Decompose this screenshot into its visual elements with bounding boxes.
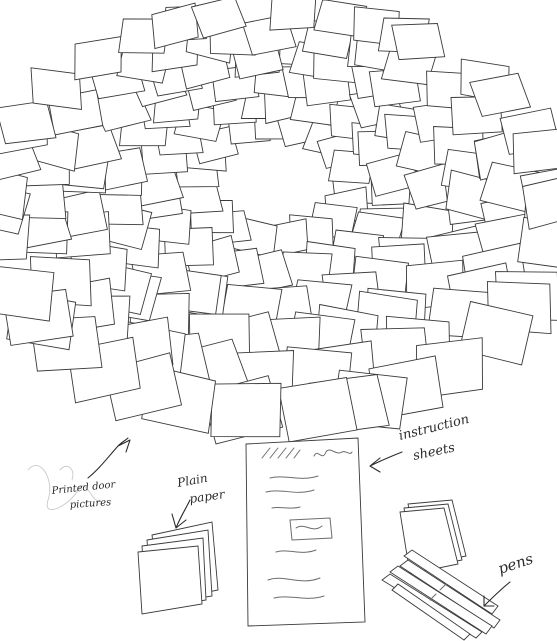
door-picture-sheet <box>0 101 56 144</box>
arrow-icon <box>172 500 190 528</box>
arrow-icon <box>370 452 402 472</box>
door-picture-sheet <box>392 24 445 60</box>
door-picture-sheet <box>75 37 122 80</box>
instruction-sheet <box>246 438 365 626</box>
door-picture-sheet <box>270 0 316 30</box>
plain-paper-annotation: Plain paper <box>172 471 227 528</box>
door-picture-sheet <box>31 68 82 110</box>
plain-paper-label-line1: Plain <box>175 471 209 490</box>
arrow-icon <box>484 582 510 606</box>
printed-door-pictures-annotation: Printed door pictures <box>50 438 130 511</box>
instruction-sheets-label-line2: sheets <box>412 440 457 464</box>
pens-label: pens <box>496 550 536 578</box>
door-picture-sheet <box>279 378 357 443</box>
door-picture-sheet <box>211 383 281 436</box>
pens-annotation: pens <box>484 550 536 606</box>
door-picture-sheet <box>0 266 54 321</box>
printed-door-pictures-label-line2: pictures <box>69 497 111 511</box>
printed-door-pictures-ring <box>0 0 557 444</box>
printed-door-pictures-label-line1: Printed door <box>50 479 117 497</box>
plain-paper-label-line2: paper <box>188 487 226 506</box>
instruction-sheets-label-line1: instruction <box>397 412 470 444</box>
door-picture-sheet <box>513 129 557 174</box>
plain-paper-stack <box>138 522 218 614</box>
arrow-icon <box>88 438 130 478</box>
